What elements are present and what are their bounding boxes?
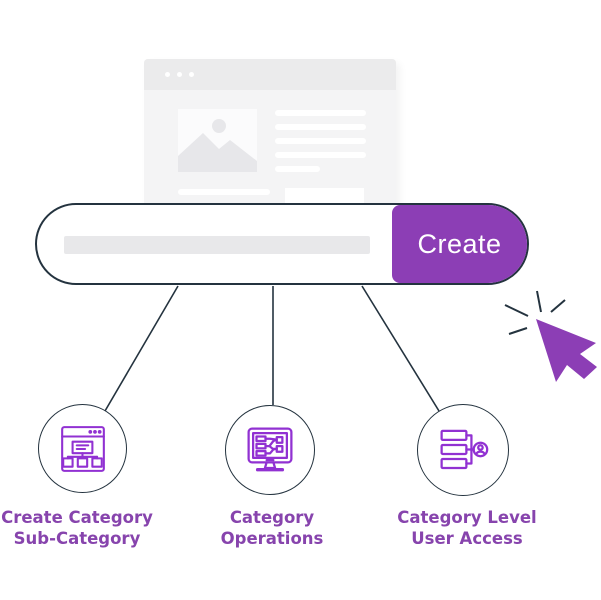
photo-icon <box>178 119 257 172</box>
feature-circle-user-access <box>417 404 509 496</box>
create-button[interactable]: Create <box>392 205 527 283</box>
category-user-access-icon <box>440 429 489 470</box>
browser-window-mockup <box>144 59 396 214</box>
text-line-placeholder <box>275 124 366 130</box>
feature-label-user-access: Category Level User Access <box>377 507 557 549</box>
feature-label-create-category: Create Category Sub-Category <box>0 507 167 549</box>
window-dot-icon <box>189 72 194 77</box>
create-bar: Create <box>35 203 529 285</box>
text-line-placeholder <box>275 138 366 144</box>
label-line: Operations <box>220 529 324 548</box>
feature-label-category-operations: Category Operations <box>182 507 362 549</box>
label-line: Create Category <box>1 508 153 527</box>
label-line: Category Level <box>397 508 537 527</box>
window-dot-icon <box>177 72 182 77</box>
sitemap-window-icon <box>60 425 105 472</box>
click-burst-icon <box>504 290 566 335</box>
cursor-arrow-icon <box>536 319 597 382</box>
monitor-operations-icon <box>247 427 293 472</box>
feature-circle-create-category <box>38 404 127 493</box>
feature-circle-category-operations <box>225 405 315 495</box>
image-placeholder <box>178 109 257 172</box>
connector-lines <box>104 285 440 412</box>
label-line: User Access <box>411 529 523 548</box>
window-dot-icon <box>165 72 170 77</box>
browser-titlebar <box>144 59 396 90</box>
text-line-placeholder <box>275 110 366 116</box>
text-line-placeholder <box>275 152 366 158</box>
text-line-placeholder <box>178 189 270 195</box>
category-name-input[interactable] <box>64 236 370 254</box>
label-line: Sub-Category <box>13 529 141 548</box>
text-line-placeholder <box>275 166 320 172</box>
label-line: Category <box>229 508 315 527</box>
